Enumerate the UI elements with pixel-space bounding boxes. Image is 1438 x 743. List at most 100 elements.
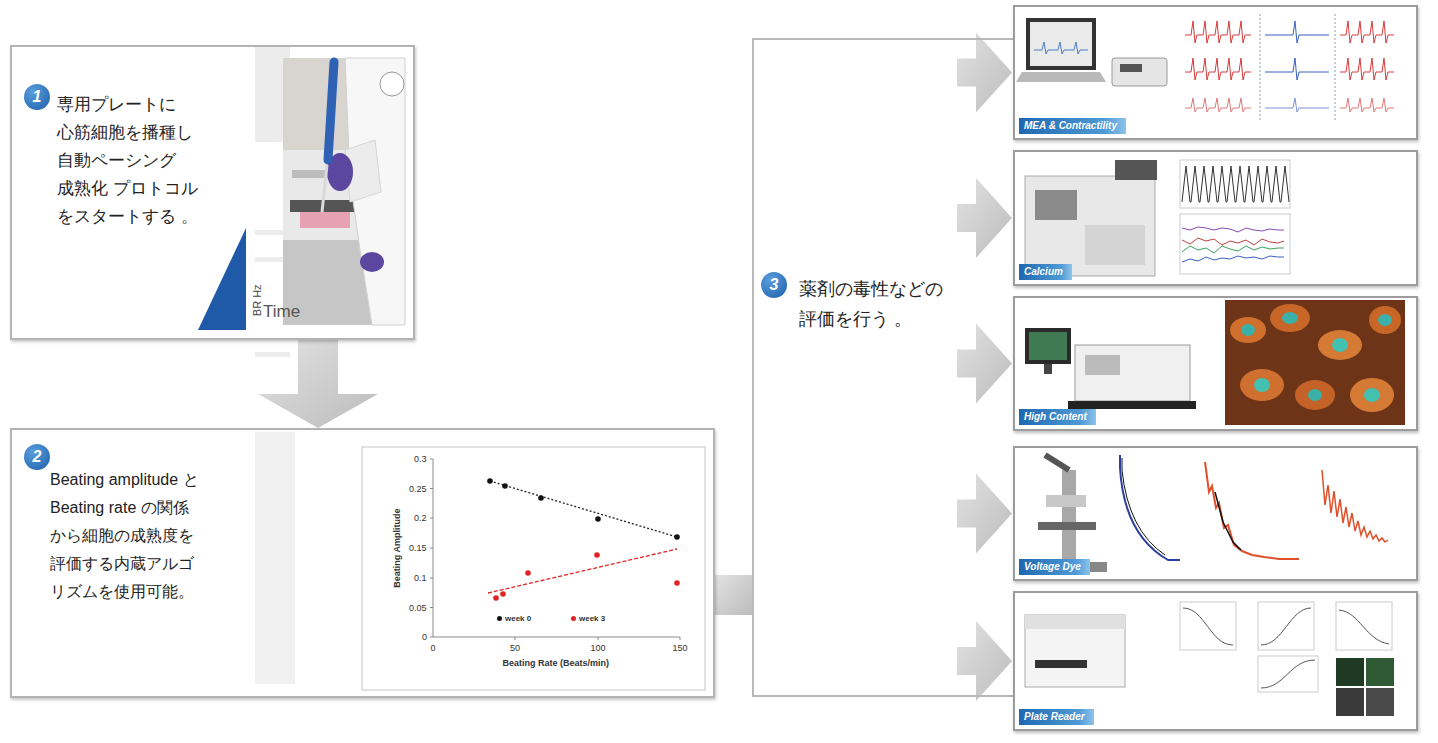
flow-arrow — [957, 178, 1012, 258]
signal-trace — [1265, 98, 1329, 112]
cell — [1318, 330, 1362, 360]
axis-label: BR Hz — [251, 284, 264, 316]
cell-nucleus — [1241, 324, 1255, 336]
step-text: Beating amplitude と Beating rate の関係 から細… — [50, 466, 228, 606]
signal-trace — [1185, 58, 1251, 80]
data-point — [493, 595, 499, 601]
mea-device-slot — [1120, 64, 1142, 72]
data-point — [487, 478, 493, 484]
voltage-trace — [1215, 492, 1241, 550]
method-panel: High Content — [1013, 296, 1418, 431]
step-text: 薬剤の毒性などの 評価を行う 。 — [799, 274, 977, 334]
method-panel: Voltage Dye — [1013, 446, 1418, 581]
callout-number: 2 — [24, 444, 50, 470]
tick-label: 0.05 — [409, 603, 427, 613]
axis-label: Time — [263, 302, 300, 322]
calcium-trace — [1182, 238, 1284, 245]
dose-curve — [1183, 608, 1233, 645]
trace-frame — [1180, 160, 1290, 208]
cell — [1270, 304, 1310, 332]
calcium-trace — [1182, 246, 1284, 253]
calcium-instrument — [1025, 176, 1155, 276]
signal-trace — [1340, 58, 1394, 80]
instrument-window — [1035, 190, 1077, 220]
laptop-display — [1030, 22, 1092, 66]
ramp-triangle — [198, 228, 246, 330]
step-box: 2Beating amplitude と Beating rate の関係 から… — [10, 428, 715, 698]
signal-trace — [1265, 58, 1329, 80]
data-point — [674, 534, 680, 540]
monitor — [1025, 328, 1071, 364]
well-image — [1336, 688, 1364, 716]
instrument-panel — [1085, 225, 1145, 265]
microscope-eyepiece — [1045, 455, 1069, 470]
cell-nucleus — [1378, 314, 1392, 326]
laptop-screen — [1026, 18, 1096, 70]
mea-device — [1112, 58, 1167, 86]
data-point — [538, 495, 544, 501]
pipette-tip — [322, 165, 327, 212]
legend-dot — [571, 616, 576, 621]
plot-frame — [1258, 602, 1314, 650]
method-panel: Plate Reader — [1013, 591, 1418, 731]
dose-curve — [1261, 608, 1311, 645]
calcium-trace — [1182, 227, 1284, 232]
calcium-trace — [1182, 166, 1289, 202]
photo-ground — [283, 58, 405, 325]
imager-door — [1085, 355, 1120, 375]
step-text: 専用プレートに 心筋細胞を播種し 自動ペーシング 成熟化 プロトコル をスタート… — [57, 91, 217, 231]
method-label: High Content — [1019, 409, 1096, 425]
lab-photo — [283, 58, 405, 325]
trend-line — [490, 481, 677, 537]
signal-trace — [1340, 21, 1394, 43]
chart-frame — [362, 447, 705, 690]
method-label: Plate Reader — [1019, 709, 1094, 725]
dose-curve — [1261, 660, 1315, 688]
axis-title: Beating Amplitude — [392, 509, 402, 588]
cell-image — [1225, 300, 1405, 425]
legend-entry: week 3 — [571, 614, 605, 623]
chart-axes — [433, 459, 680, 637]
calcium-art — [1025, 160, 1290, 276]
trend-line — [488, 549, 677, 593]
legend-text: week 0 — [505, 614, 531, 623]
signal-trace — [1340, 98, 1394, 112]
tick-label: 0.25 — [409, 484, 427, 494]
voltage-trace — [1120, 455, 1180, 560]
step-frame: 3薬剤の毒性などの 評価を行う 。 — [752, 38, 1013, 697]
well-image — [1366, 688, 1394, 716]
cell — [1350, 378, 1394, 412]
column-divider — [1260, 14, 1335, 122]
voltage-dye-art — [1025, 455, 1388, 572]
legend-dot — [497, 616, 502, 621]
tick-label: 0.15 — [409, 543, 427, 553]
flow-arrow — [957, 621, 1012, 701]
tick-label: 0 — [431, 643, 436, 653]
cell — [1230, 317, 1266, 343]
plot-frame — [1258, 656, 1318, 692]
watermark-dash — [255, 352, 290, 357]
well-image — [1366, 658, 1394, 686]
mea-art — [1016, 14, 1394, 122]
monitor-stand — [1044, 364, 1052, 374]
glove — [360, 252, 384, 272]
imager-body — [1075, 345, 1190, 401]
signal-trace — [1265, 21, 1329, 43]
microscope-column — [1062, 470, 1076, 562]
cell — [1240, 369, 1284, 401]
method-panel: MEA & Contractility — [1013, 5, 1418, 140]
plate-reader — [1025, 615, 1125, 687]
tick-label: 150 — [673, 643, 688, 653]
legend-text: week 3 — [579, 614, 605, 623]
voltage-trace — [1205, 462, 1299, 559]
method-panel: Calcium — [1013, 150, 1418, 286]
reader-top — [1025, 615, 1125, 629]
microscope-arm — [1046, 495, 1086, 507]
data-point — [674, 580, 680, 586]
data-point — [500, 591, 506, 597]
method-label: Calcium — [1019, 264, 1072, 280]
reader-drawer — [1035, 660, 1087, 668]
plot-frame — [1180, 602, 1236, 650]
